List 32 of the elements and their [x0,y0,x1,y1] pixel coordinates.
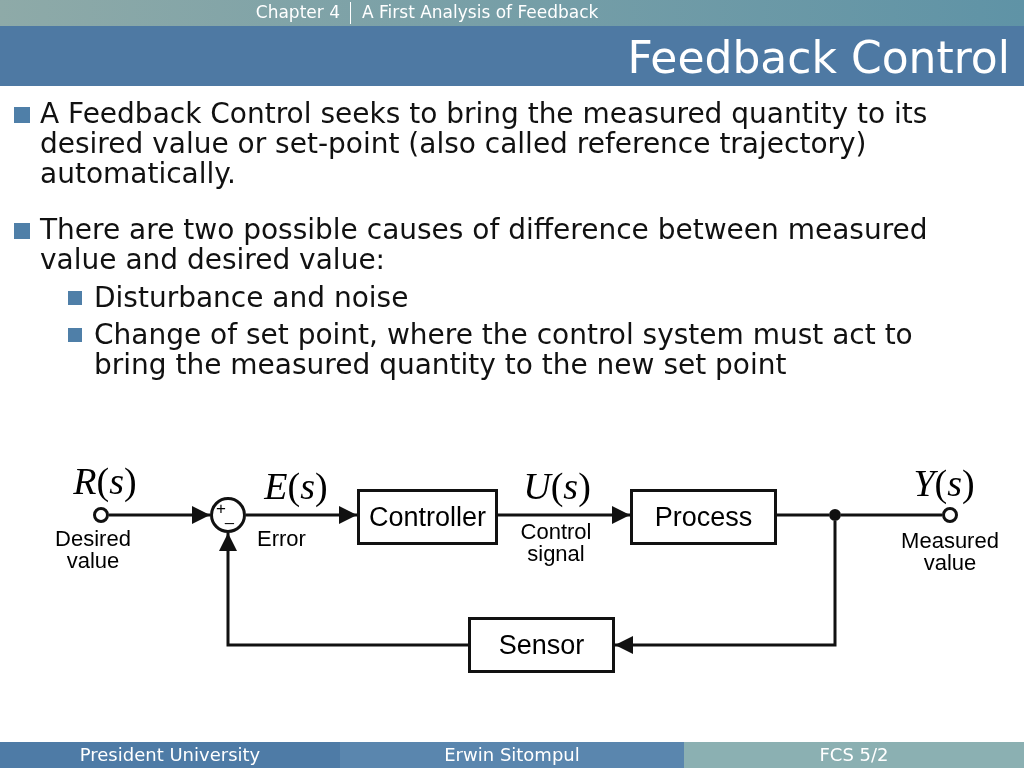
block-box: Sensor [468,617,615,673]
bullet-text: A Feedback Control seeks to bring the measured quantity to its desired value or set-point (also called reference trajectory) automatically. [40,99,929,189]
terminal-circle [942,507,958,523]
edge-label: U(s) [523,464,591,508]
block-box: Process [630,489,777,545]
signal-symbol: Y(s) [913,461,975,505]
signal-label: Error [257,528,306,550]
chapter-label: Chapter 4 [255,2,340,22]
bullet-text: Change of set point, where the control system must act to bring the measured quantity to the new set point [94,320,914,380]
footer-text: Erwin Sitompul [340,742,684,768]
arrow [109,506,210,524]
slide-title: Feedback Control [627,32,1010,83]
arrow [615,521,837,654]
plus-sign: + [216,501,226,517]
terminal-circle [93,507,109,523]
bullet-text: Disturbance and noise [94,283,410,313]
chapter-title: A First Analysis of Feedback [362,2,599,22]
junction-dot [829,509,841,521]
edge-label: E(s) [264,464,328,508]
terminal-label: Desired value [54,528,132,572]
arrow [246,506,357,524]
arrow [219,533,468,647]
terminal-label: Measured value [900,530,1000,574]
signal-label: Control signal [519,521,593,565]
summing-junction [210,497,246,533]
signal-symbol: R(s) [73,459,137,503]
arrow [498,506,630,524]
bullet-text: There are two possible causes of difference between measured value and desired value: [40,215,929,275]
footer-text: President University [0,742,340,768]
footer-text: FCS 5/2 [684,742,1024,768]
minus-sign: _ [225,508,234,524]
block-box: Controller [357,489,498,545]
